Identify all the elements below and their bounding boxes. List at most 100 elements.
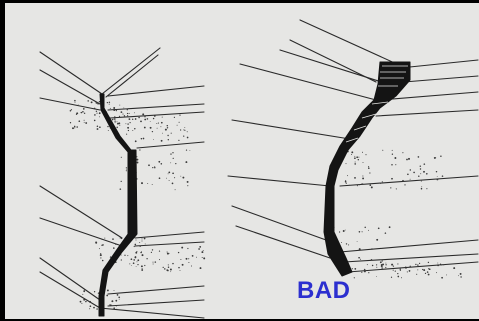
stipple-dot (113, 247, 115, 249)
stipple-dot (74, 126, 76, 128)
stipple-dot (107, 289, 109, 291)
stipple-dot (365, 154, 366, 155)
stipple-dot (167, 251, 168, 252)
stipple-dot (109, 104, 110, 105)
stipple-dot (76, 126, 78, 128)
stipple-dot (76, 114, 77, 115)
stipple-dot (371, 248, 373, 250)
stipple-dot (172, 263, 173, 264)
stipple-dot (120, 188, 122, 190)
stipple-dot (114, 290, 115, 291)
stipple-dot (119, 116, 120, 117)
stipple-dot (85, 122, 87, 124)
stipple-dot (420, 165, 421, 166)
stipple-dot (442, 175, 444, 177)
stipple-dot (84, 122, 85, 123)
stipple-dot (112, 238, 114, 240)
stipple-dot (345, 181, 347, 183)
stipple-dot (371, 186, 373, 188)
stipple-dot (118, 296, 120, 298)
stipple-dot (175, 163, 176, 164)
stipple-dot (349, 185, 350, 186)
stipple-dot (132, 119, 133, 120)
stipple-dot (99, 116, 100, 117)
stipple-dot (168, 267, 169, 268)
stipple-dot (133, 259, 135, 261)
stipple-dot (94, 120, 96, 122)
stipple-dot (156, 123, 157, 124)
stipple-dot (137, 259, 139, 261)
stipple-dot (153, 262, 154, 263)
stipple-dot (124, 255, 125, 256)
stipple-dot (413, 172, 415, 174)
stipple-dot (157, 128, 158, 129)
stipple-dot (144, 238, 146, 240)
stipple-dot (116, 309, 117, 310)
stipple-dot (393, 265, 394, 266)
stipple-dot (135, 244, 137, 246)
stipple-dot (74, 100, 75, 101)
stipple-dot (89, 308, 90, 309)
stipple-dot (147, 118, 149, 120)
stipple-dot (180, 259, 181, 260)
stipple-dot (70, 122, 71, 123)
stipple-dot (142, 268, 143, 269)
stipple-dot (167, 125, 168, 126)
stipple-dot (362, 152, 363, 153)
stipple-dot (372, 265, 373, 266)
stipple-dot (158, 161, 160, 163)
stipple-dot (402, 180, 404, 182)
stipple-dot (127, 255, 128, 256)
stipple-dot (174, 177, 175, 178)
stipple-dot (180, 176, 181, 177)
stipple-dot (151, 252, 152, 253)
stipple-dot (201, 251, 203, 253)
stipple-dot (435, 157, 436, 158)
stipple-dot (346, 243, 347, 244)
stipple-dot (91, 294, 92, 295)
stipple-dot (397, 276, 399, 278)
stipple-dot (441, 265, 442, 266)
stipple-dot (391, 164, 393, 166)
stipple-dot (354, 268, 356, 270)
stipple-dot (440, 263, 441, 264)
stipple-dot (152, 167, 153, 168)
stipple-dot (186, 150, 187, 151)
stipple-dot (99, 126, 101, 128)
stipple-dot (172, 172, 174, 174)
stipple-dot (364, 270, 366, 272)
stipple-dot (121, 238, 123, 240)
stipple-dot (164, 268, 166, 270)
stipple-dot (134, 112, 135, 113)
stipple-dot (142, 113, 144, 115)
stipple-dot (394, 157, 396, 159)
stipple-dot (407, 174, 409, 176)
stipple-dot (368, 272, 369, 273)
stipple-dot (391, 264, 393, 266)
stipple-dot (161, 163, 163, 165)
stipple-dot (154, 115, 156, 117)
stipple-dot (410, 266, 411, 267)
stipple-dot (381, 265, 383, 267)
stipple-dot (109, 304, 110, 305)
stipple-dot (97, 125, 99, 127)
stipple-dot (356, 156, 358, 158)
stipple-dot (108, 130, 109, 131)
stipple-dot (146, 258, 147, 259)
stipple-dot (153, 264, 154, 265)
stipple-dot (83, 108, 85, 110)
stipple-dot (345, 230, 346, 231)
stipple-dot (188, 262, 189, 263)
stipple-dot (116, 127, 117, 128)
stipple-dot (351, 154, 352, 155)
stipple-dot (382, 181, 383, 182)
stipple-dot (339, 231, 340, 232)
stipple-dot (112, 119, 113, 120)
stipple-dot (87, 100, 89, 102)
stipple-dot (163, 267, 164, 268)
stipple-dot (119, 105, 120, 106)
stipple-dot (135, 252, 137, 254)
stipple-dot (82, 111, 84, 113)
stipple-dot (125, 123, 126, 124)
stipple-dot (153, 118, 155, 120)
